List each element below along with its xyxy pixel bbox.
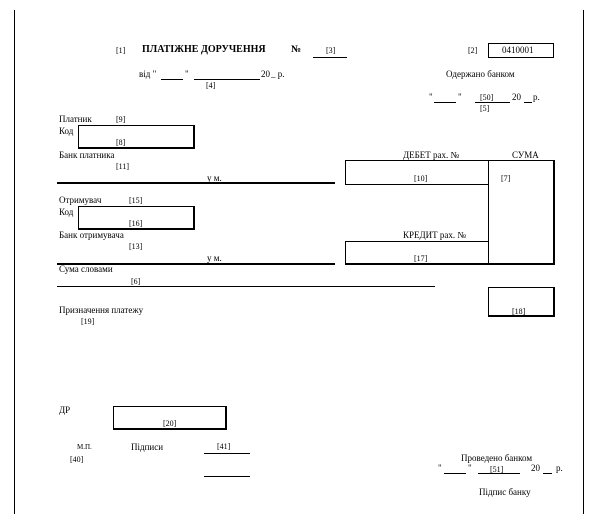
field-number-11: [11]	[116, 162, 130, 171]
field-number-20: [20]	[163, 419, 177, 428]
date-day-line	[161, 79, 183, 80]
processed-year-prefix: 20	[531, 463, 540, 473]
received-quote-open: "	[429, 92, 433, 102]
sum-box	[488, 160, 555, 265]
field-number-2: [2]	[468, 46, 478, 55]
receiver-city-label: у м.	[207, 253, 222, 263]
field-number-18: [18]	[512, 307, 526, 316]
field-number-10: [10]	[414, 174, 428, 183]
payment-purpose-label: Призначення платежу	[59, 305, 144, 315]
stamp-place-label: М.П.	[77, 443, 92, 451]
processed-quote-close: "	[468, 463, 472, 473]
field-number-15: [15]	[129, 196, 143, 205]
field-number-51: [51]	[490, 465, 504, 474]
received-by-bank-label: Одержано банком	[446, 69, 515, 79]
receiver-code-box	[78, 206, 195, 230]
field-number-50: [50]	[480, 93, 494, 102]
receiver-label: Отримувач	[59, 195, 102, 205]
field-number-17: [17]	[414, 254, 428, 263]
date-from-label: від "	[139, 69, 157, 79]
field-number-6: [6]	[131, 277, 141, 286]
dr-label: ДР	[59, 405, 71, 415]
received-day-line	[434, 102, 456, 103]
field-number-16: [16]	[129, 219, 143, 228]
received-month-line	[475, 102, 510, 103]
field-number-9: [9]	[116, 115, 126, 124]
processed-by-bank-label: Проведено банком	[461, 453, 533, 463]
field-number-1: [1]	[116, 46, 126, 55]
date-year-suffix: _ р.	[271, 69, 285, 79]
signature-line-1	[204, 453, 250, 454]
document-title: ПЛАТІЖНЕ ДОРУЧЕННЯ	[142, 44, 266, 55]
received-quote-close: "	[458, 92, 462, 102]
bank-signature-label: Підпис банку	[479, 487, 531, 497]
received-year-prefix: 20	[512, 92, 521, 102]
doc-number-line	[313, 57, 347, 58]
processed-day-line	[444, 473, 466, 474]
received-year-line	[524, 102, 532, 103]
number-sign: №	[291, 44, 302, 55]
amount-in-words-line	[57, 286, 435, 287]
field-number-5: [5]	[480, 104, 490, 113]
processed-year-suffix: р.	[556, 463, 563, 473]
form-code-box	[488, 43, 554, 58]
dr-box	[113, 406, 227, 430]
amount-in-words-label: Сума словами	[59, 264, 113, 274]
processed-year-line	[543, 473, 552, 474]
processed-quote-open: "	[438, 463, 442, 473]
payer-label: Платник	[59, 114, 92, 124]
payer-code-label: Код	[59, 126, 74, 136]
received-year-suffix: р.	[533, 92, 540, 102]
date-year-prefix: 20	[261, 69, 270, 79]
debit-account-label: ДЕБЕТ рах. №	[403, 150, 460, 160]
field-number-8: [8]	[116, 138, 126, 147]
form-frame	[14, 10, 584, 514]
receiver-code-label: Код	[59, 207, 74, 217]
field-number-41: [41]	[217, 442, 231, 451]
signatures-label: Підписи	[131, 442, 164, 452]
field-number-3: [3]	[326, 46, 336, 55]
receiver-bank-label: Банк отримувача	[59, 230, 124, 240]
processed-month-line	[478, 473, 520, 474]
credit-account-box	[345, 241, 489, 265]
payer-bank-line	[57, 182, 335, 184]
field-number-19: [19]	[81, 317, 95, 326]
field-number-40: [40]	[70, 455, 84, 464]
credit-account-label: КРЕДИТ рах. №	[403, 230, 466, 240]
signature-line-2	[204, 476, 250, 477]
date-quote: "	[185, 69, 189, 79]
field-number-4: [4]	[206, 81, 216, 90]
form-code: 0410001	[502, 45, 534, 55]
date-month-line	[194, 79, 260, 80]
payer-city-label: у м.	[207, 173, 222, 183]
field-number-7: [7]	[501, 174, 511, 183]
receiver-bank-line	[57, 263, 335, 265]
payer-code-box	[78, 125, 195, 149]
payer-bank-label: Банк платника	[59, 150, 115, 160]
field-18-box	[488, 287, 555, 317]
sum-label: СУМА	[512, 150, 539, 160]
field-number-13: [13]	[129, 242, 143, 251]
